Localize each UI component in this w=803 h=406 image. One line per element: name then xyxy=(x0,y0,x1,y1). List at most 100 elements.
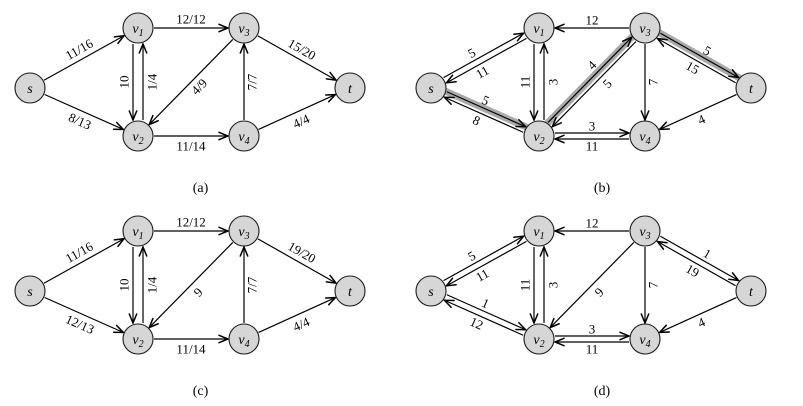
node-label-s: s xyxy=(428,285,434,300)
caption-b: (b) xyxy=(593,181,611,196)
edge-t-v4 xyxy=(660,297,737,333)
node-s xyxy=(13,275,46,307)
caption-d: (d) xyxy=(593,384,611,399)
edge-v3-v2 xyxy=(149,38,233,124)
edge-s-v1 xyxy=(443,236,524,282)
edge-v2-s xyxy=(444,300,524,336)
edge-label-v1-v2: 11 xyxy=(518,76,533,89)
edge-label-v4-t: 4/4 xyxy=(290,111,312,132)
node-v2 xyxy=(523,120,555,152)
edge-label-v2-v4: 3 xyxy=(589,119,596,134)
edge-label-t-v4: 4 xyxy=(695,111,708,128)
node-v3 xyxy=(629,215,661,247)
edge-label-v2-v1: 1/4 xyxy=(144,276,159,293)
node-v4 xyxy=(227,323,260,355)
edge-label-v3-v2: 5 xyxy=(600,76,615,91)
edge-v3-t xyxy=(660,32,738,77)
edge-s-v2 xyxy=(43,93,123,129)
edge-label-v3-t: 19/20 xyxy=(285,238,318,266)
node-label-v3: v3 xyxy=(238,225,249,242)
node-v1 xyxy=(121,12,154,44)
node-label-v4: v4 xyxy=(238,130,249,147)
edge-label-v1-s: 11 xyxy=(473,62,491,81)
edge-label-v2-v4: 11/14 xyxy=(176,342,206,357)
edge-label-v3-v2: 4/9 xyxy=(187,75,209,97)
edge-label-t-v3: 15 xyxy=(683,58,702,77)
node-label-v4: v4 xyxy=(639,130,650,147)
edge-label-s-v1: 11/16 xyxy=(62,238,95,266)
edge-s-v1 xyxy=(43,36,123,81)
edge-label-v1-v2: 11 xyxy=(518,279,533,292)
node-v3 xyxy=(227,215,260,247)
node-label-v1: v1 xyxy=(533,225,544,242)
edge-label-v4-v2: 11 xyxy=(586,342,599,357)
edge-v3-v2 xyxy=(149,241,233,327)
edge-label-v3-t: 5 xyxy=(701,43,714,59)
edge-s-v2 xyxy=(446,294,526,330)
edge-v3-t xyxy=(257,35,335,80)
edge-label-s-v2: 5 xyxy=(480,92,492,108)
edge-label-v2-v1: 3 xyxy=(546,282,561,289)
edge-label-v3-v4: 7 xyxy=(646,78,661,85)
edge-label-t-v4: 4 xyxy=(695,314,708,331)
edge-t-v4 xyxy=(660,94,737,130)
edge-label-s-v1: 5 xyxy=(465,248,478,264)
node-v4 xyxy=(629,120,661,152)
edge-label-v4-v3: 7/7 xyxy=(244,276,259,293)
node-s xyxy=(13,72,46,104)
node-t xyxy=(735,72,767,104)
node-label-s: s xyxy=(27,285,33,300)
node-label-s: s xyxy=(428,82,434,97)
edge-label-v3-v2: 9 xyxy=(592,284,607,299)
caption-c: (c) xyxy=(192,384,209,399)
node-label-v2: v2 xyxy=(132,130,143,147)
edge-s-v1 xyxy=(43,239,123,284)
node-label-v1: v1 xyxy=(132,225,143,242)
edge-label-v4-v2: 11 xyxy=(586,139,599,154)
node-label-t: t xyxy=(348,285,353,300)
edge-label-v1-v3: 12/12 xyxy=(176,215,206,230)
node-label-t: t xyxy=(348,82,353,97)
edge-s-v1 xyxy=(443,33,524,79)
edge-label-v1-s: 11 xyxy=(473,265,491,284)
edge-v2-s xyxy=(444,97,524,133)
node-t xyxy=(333,275,366,307)
edge-t-v3 xyxy=(657,38,736,84)
node-label-v3: v3 xyxy=(238,22,249,39)
edge-label-v3-v1: 12 xyxy=(586,216,599,231)
edge-v4-t xyxy=(257,298,335,333)
edge-label-s-v1: 5 xyxy=(465,45,478,61)
edge-label-v2-v1: 1/4 xyxy=(144,73,159,90)
node-v1 xyxy=(523,215,555,247)
edge-label-s-v1: 11/16 xyxy=(62,35,95,63)
node-label-v2: v2 xyxy=(533,130,544,147)
node-s xyxy=(415,275,447,307)
node-v1 xyxy=(523,12,555,44)
node-s xyxy=(415,72,447,104)
edge-label-v2-v4: 11/14 xyxy=(176,139,206,154)
node-v2 xyxy=(523,323,555,355)
node-v4 xyxy=(629,323,661,355)
node-v3 xyxy=(227,12,260,44)
edge-label-s-v2: 12/13 xyxy=(63,311,96,337)
node-label-v4: v4 xyxy=(639,333,650,350)
edge-label-s-v2: 1 xyxy=(480,295,492,311)
edge-label-v4-v3: 7/7 xyxy=(244,73,259,90)
edge-label-v2-v1: 3 xyxy=(546,79,561,86)
node-label-v2: v2 xyxy=(132,333,143,350)
node-v1 xyxy=(121,215,154,247)
node-label-t: t xyxy=(749,285,754,300)
edge-label-v3-v2: 9 xyxy=(190,284,205,299)
edge-v3-t xyxy=(660,235,738,280)
edge-label-v4-t: 4/4 xyxy=(290,314,312,335)
node-label-t: t xyxy=(749,82,754,97)
node-v2 xyxy=(121,323,154,355)
